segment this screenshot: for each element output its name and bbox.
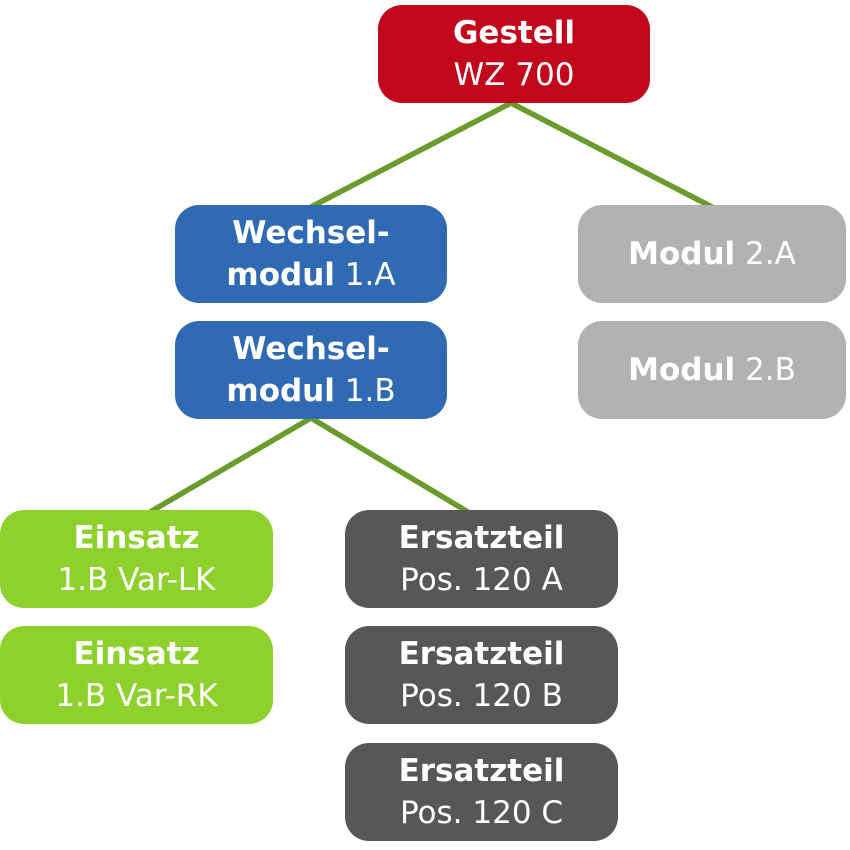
node-name: Wechsel- bbox=[232, 331, 390, 367]
node-modul-2b: Modul 2.B bbox=[578, 321, 846, 419]
node-name: Einsatz bbox=[73, 636, 200, 672]
node-variant: Pos. 120 B bbox=[400, 678, 563, 714]
node-name: Modul bbox=[628, 352, 736, 388]
node-einsatz-1b-var-rk: Einsatz 1.B Var-RK bbox=[0, 626, 273, 724]
connector-gestell-wechselmodul1a bbox=[309, 100, 513, 210]
connector-wechselmodul1b-ersatzteila bbox=[309, 415, 470, 515]
node-title-line: Gestell bbox=[453, 12, 575, 54]
node-name: Ersatzteil bbox=[398, 520, 565, 556]
node-subtitle-line: Pos. 120 A bbox=[400, 559, 563, 601]
node-variant: WZ 700 bbox=[453, 57, 575, 93]
node-subtitle-line: modul 1.B bbox=[226, 370, 395, 412]
node-variant: 2.A bbox=[735, 236, 796, 272]
node-subtitle-line: 1.B Var-LK bbox=[57, 559, 215, 601]
node-title-line: Modul 2.B bbox=[628, 349, 796, 391]
node-variant: 2.B bbox=[735, 352, 796, 388]
connector-wechselmodul1b-einsatzlk bbox=[148, 415, 313, 515]
node-title-line: Einsatz bbox=[73, 517, 199, 559]
node-title-line: Wechsel- bbox=[232, 212, 390, 254]
node-name: Wechsel- bbox=[232, 215, 390, 251]
node-modul-2a: Modul 2.A bbox=[578, 205, 846, 303]
node-ersatzteil-pos-120-b: Ersatzteil Pos. 120 B bbox=[345, 626, 618, 724]
node-name: Einsatz bbox=[73, 520, 200, 556]
node-variant: 1.B Var-RK bbox=[55, 678, 218, 714]
node-variant: Pos. 120 C bbox=[399, 795, 564, 831]
node-title-line: Ersatzteil bbox=[399, 750, 565, 792]
node-variant: 1.B bbox=[334, 373, 396, 409]
node-title-line: Modul 2.A bbox=[628, 233, 796, 275]
node-subtitle-line: 1.B Var-RK bbox=[55, 675, 217, 717]
node-subtitle-line: WZ 700 bbox=[454, 54, 575, 96]
node-name: Modul bbox=[628, 236, 736, 272]
node-title-line: Ersatzteil bbox=[399, 633, 565, 675]
connector-gestell-modul2a bbox=[509, 100, 714, 210]
node-title-line: Einsatz bbox=[73, 633, 199, 675]
node-name: Ersatzteil bbox=[398, 636, 565, 672]
node-subtitle-line: modul 1.A bbox=[226, 254, 395, 296]
node-wechselmodul-1b: Wechsel- modul 1.B bbox=[175, 321, 447, 419]
node-ersatzteil-pos-120-c: Ersatzteil Pos. 120 C bbox=[345, 743, 618, 841]
node-wechselmodul-1a: Wechsel- modul 1.A bbox=[175, 205, 447, 303]
node-einsatz-1b-var-lk: Einsatz 1.B Var-LK bbox=[0, 510, 273, 608]
node-subtitle-line: Pos. 120 B bbox=[400, 675, 563, 717]
node-sub-bold: modul bbox=[226, 257, 335, 293]
node-variant: 1.A bbox=[334, 257, 396, 293]
node-name: Ersatzteil bbox=[398, 753, 565, 789]
node-title-line: Wechsel- bbox=[232, 328, 390, 370]
node-sub-bold: modul bbox=[226, 373, 335, 409]
node-subtitle-line: Pos. 120 C bbox=[400, 792, 563, 834]
node-gestell-wz700: Gestell WZ 700 bbox=[378, 5, 650, 103]
node-variant: 1.B Var-LK bbox=[57, 562, 216, 598]
node-name: Gestell bbox=[452, 15, 576, 51]
node-title-line: Ersatzteil bbox=[399, 517, 565, 559]
node-variant: Pos. 120 A bbox=[400, 562, 563, 598]
node-ersatzteil-pos-120-a: Ersatzteil Pos. 120 A bbox=[345, 510, 618, 608]
